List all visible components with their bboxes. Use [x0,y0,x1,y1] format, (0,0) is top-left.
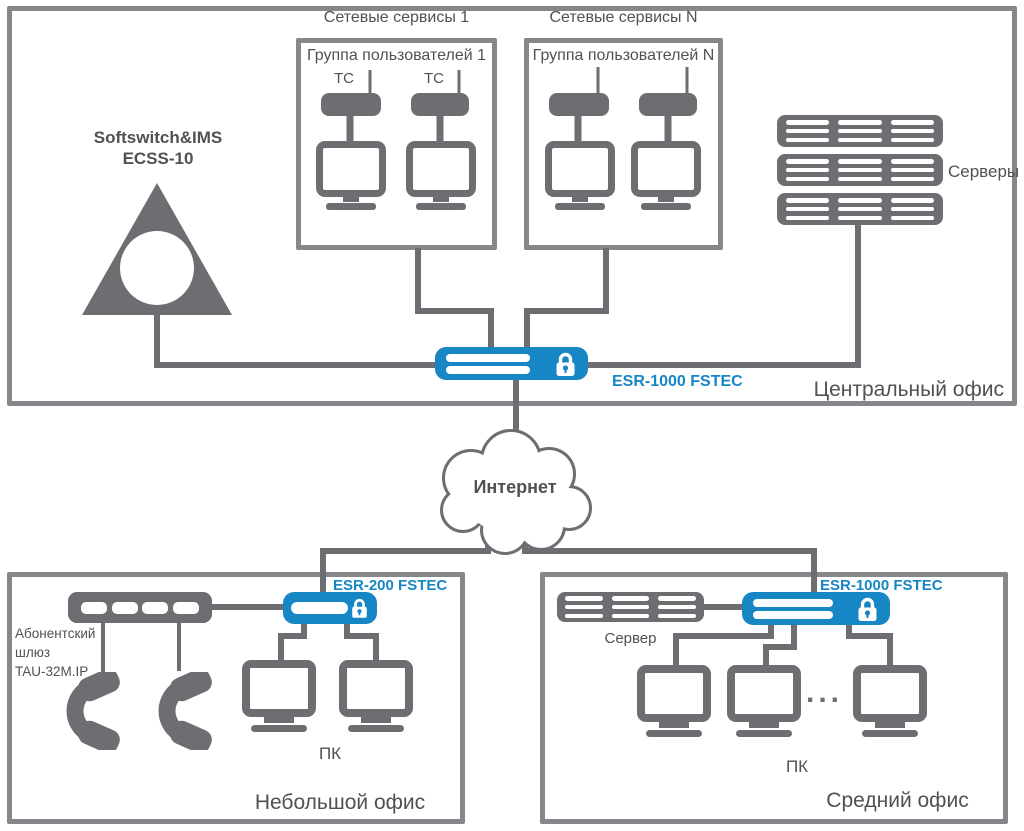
tc-device-icon [321,93,381,116]
internet-label: Интернет [473,477,557,497]
router-esr1000-central [435,347,588,380]
service-box-1-title: Сетевые сервисы 1 [323,9,470,26]
pc-monitor-icon [637,665,711,737]
group-label-n: Группа пользователей N [532,47,715,64]
central-office-box [7,6,1017,406]
gateway-label-line2: шлюз [15,645,51,660]
tc-label-1: ТС [334,70,354,87]
tc-device-icon [411,93,469,116]
phone-handset-icon [66,672,120,750]
servers-label: Серверы [948,162,1020,181]
workstation-icon [631,141,701,210]
lock-icon [352,598,367,618]
pc-monitor-icon [727,665,801,737]
pc-monitor-icon [242,660,316,732]
tc-device-icon [639,93,697,116]
softswitch-label-line2: ECSS-10 [122,149,194,168]
service-box-n-title: Сетевые сервисы N [549,9,698,26]
service-box-n [524,38,723,250]
router-esr1000-medium [742,592,890,625]
server-icon [777,115,943,147]
pc-monitor-icon [339,660,413,732]
router-esr1000-central-label: ESR-1000 FSTEC [612,373,743,390]
server-icon [557,592,704,622]
lock-icon [858,597,877,621]
tc-label-2: ТС [424,70,444,87]
pc-label-medium-office: ПК [785,757,809,776]
gateway-label-line3: TAU-32M.IP [15,664,89,679]
small-office-label: Небольшой офис [254,791,426,814]
gateway-label-line1: Абонентский [15,626,96,641]
softswitch-triangle-icon [82,183,232,315]
tc-device-icon [549,93,609,116]
central-office-label: Центральный офис [813,378,1004,401]
server-icon [777,193,943,225]
gateway-tau32m-icon [68,592,212,623]
small-office-box [7,572,465,824]
group-label-1: Группа пользователей 1 [307,47,486,64]
router-esr1000-medium-label: ESR-1000 FSTEC [820,577,943,594]
lock-icon [556,352,575,376]
phone-handset-icon [158,672,212,750]
router-esr200 [283,592,377,624]
more-pcs-ellipsis: ... [806,676,844,709]
server-icon [777,154,943,186]
pc-label-small-office: ПК [318,744,342,763]
workstation-icon [406,141,476,210]
service-box-1 [296,38,497,250]
workstation-icon [545,141,615,210]
router-esr200-label: ESR-200 FSTEC [333,577,448,594]
server-label-medium-office: Сервер [604,630,657,647]
medium-office-label: Средний офис [826,789,969,812]
workstation-icon [316,141,386,210]
pc-monitor-icon [853,665,927,737]
medium-office-box [540,572,1008,824]
softswitch-label-line1: Softswitch&IMS [93,128,223,147]
internet-cloud-icon [440,429,592,555]
